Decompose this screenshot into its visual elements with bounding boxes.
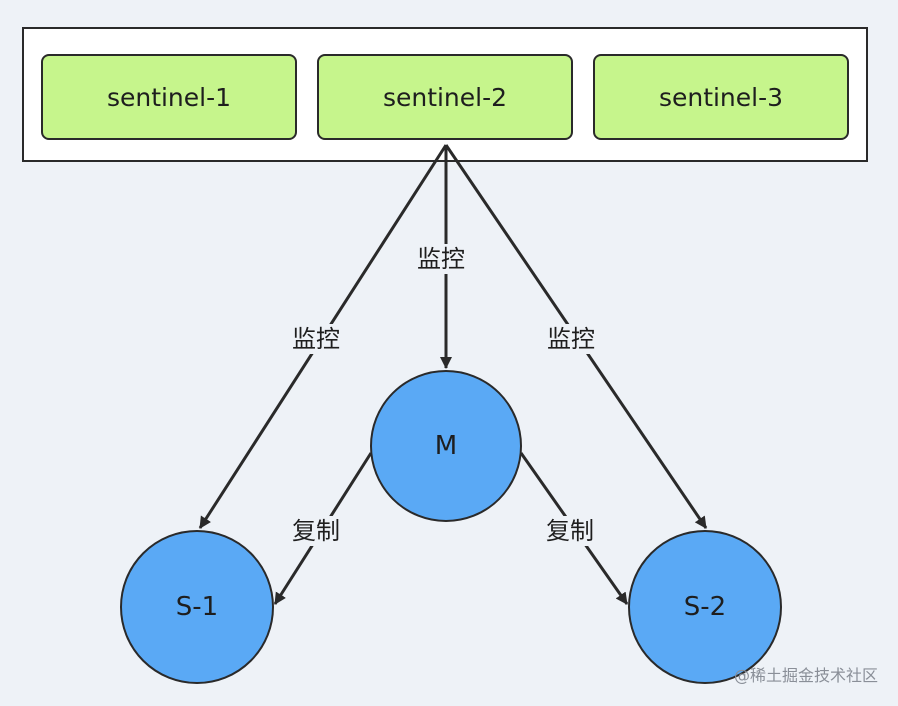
sentinel-3-box: sentinel-3: [593, 54, 849, 140]
sentinel-2-box: sentinel-2: [317, 54, 573, 140]
watermark: @稀土掘金技术社区: [733, 666, 878, 685]
replicate-label-s1: 复制: [291, 516, 341, 546]
slave-2-node-label: S-2: [683, 592, 727, 622]
replicate-label-s2: 复制: [545, 516, 595, 546]
slave-2-node: S-2: [628, 530, 782, 684]
monitor-label-s2: 监控: [546, 324, 596, 354]
sentinel-3-label: sentinel-3: [658, 82, 784, 112]
slave-1-node-label: S-1: [175, 592, 219, 622]
sentinel-1-box: sentinel-1: [41, 54, 297, 140]
slave-1-node: S-1: [120, 530, 274, 684]
sentinel-1-label: sentinel-1: [106, 82, 232, 112]
sentinel-2-label: sentinel-2: [382, 82, 508, 112]
monitor-label-m: 监控: [416, 244, 466, 274]
master-node-label: M: [434, 431, 458, 461]
monitor-label-s1: 监控: [291, 324, 341, 354]
master-node: M: [370, 370, 522, 522]
